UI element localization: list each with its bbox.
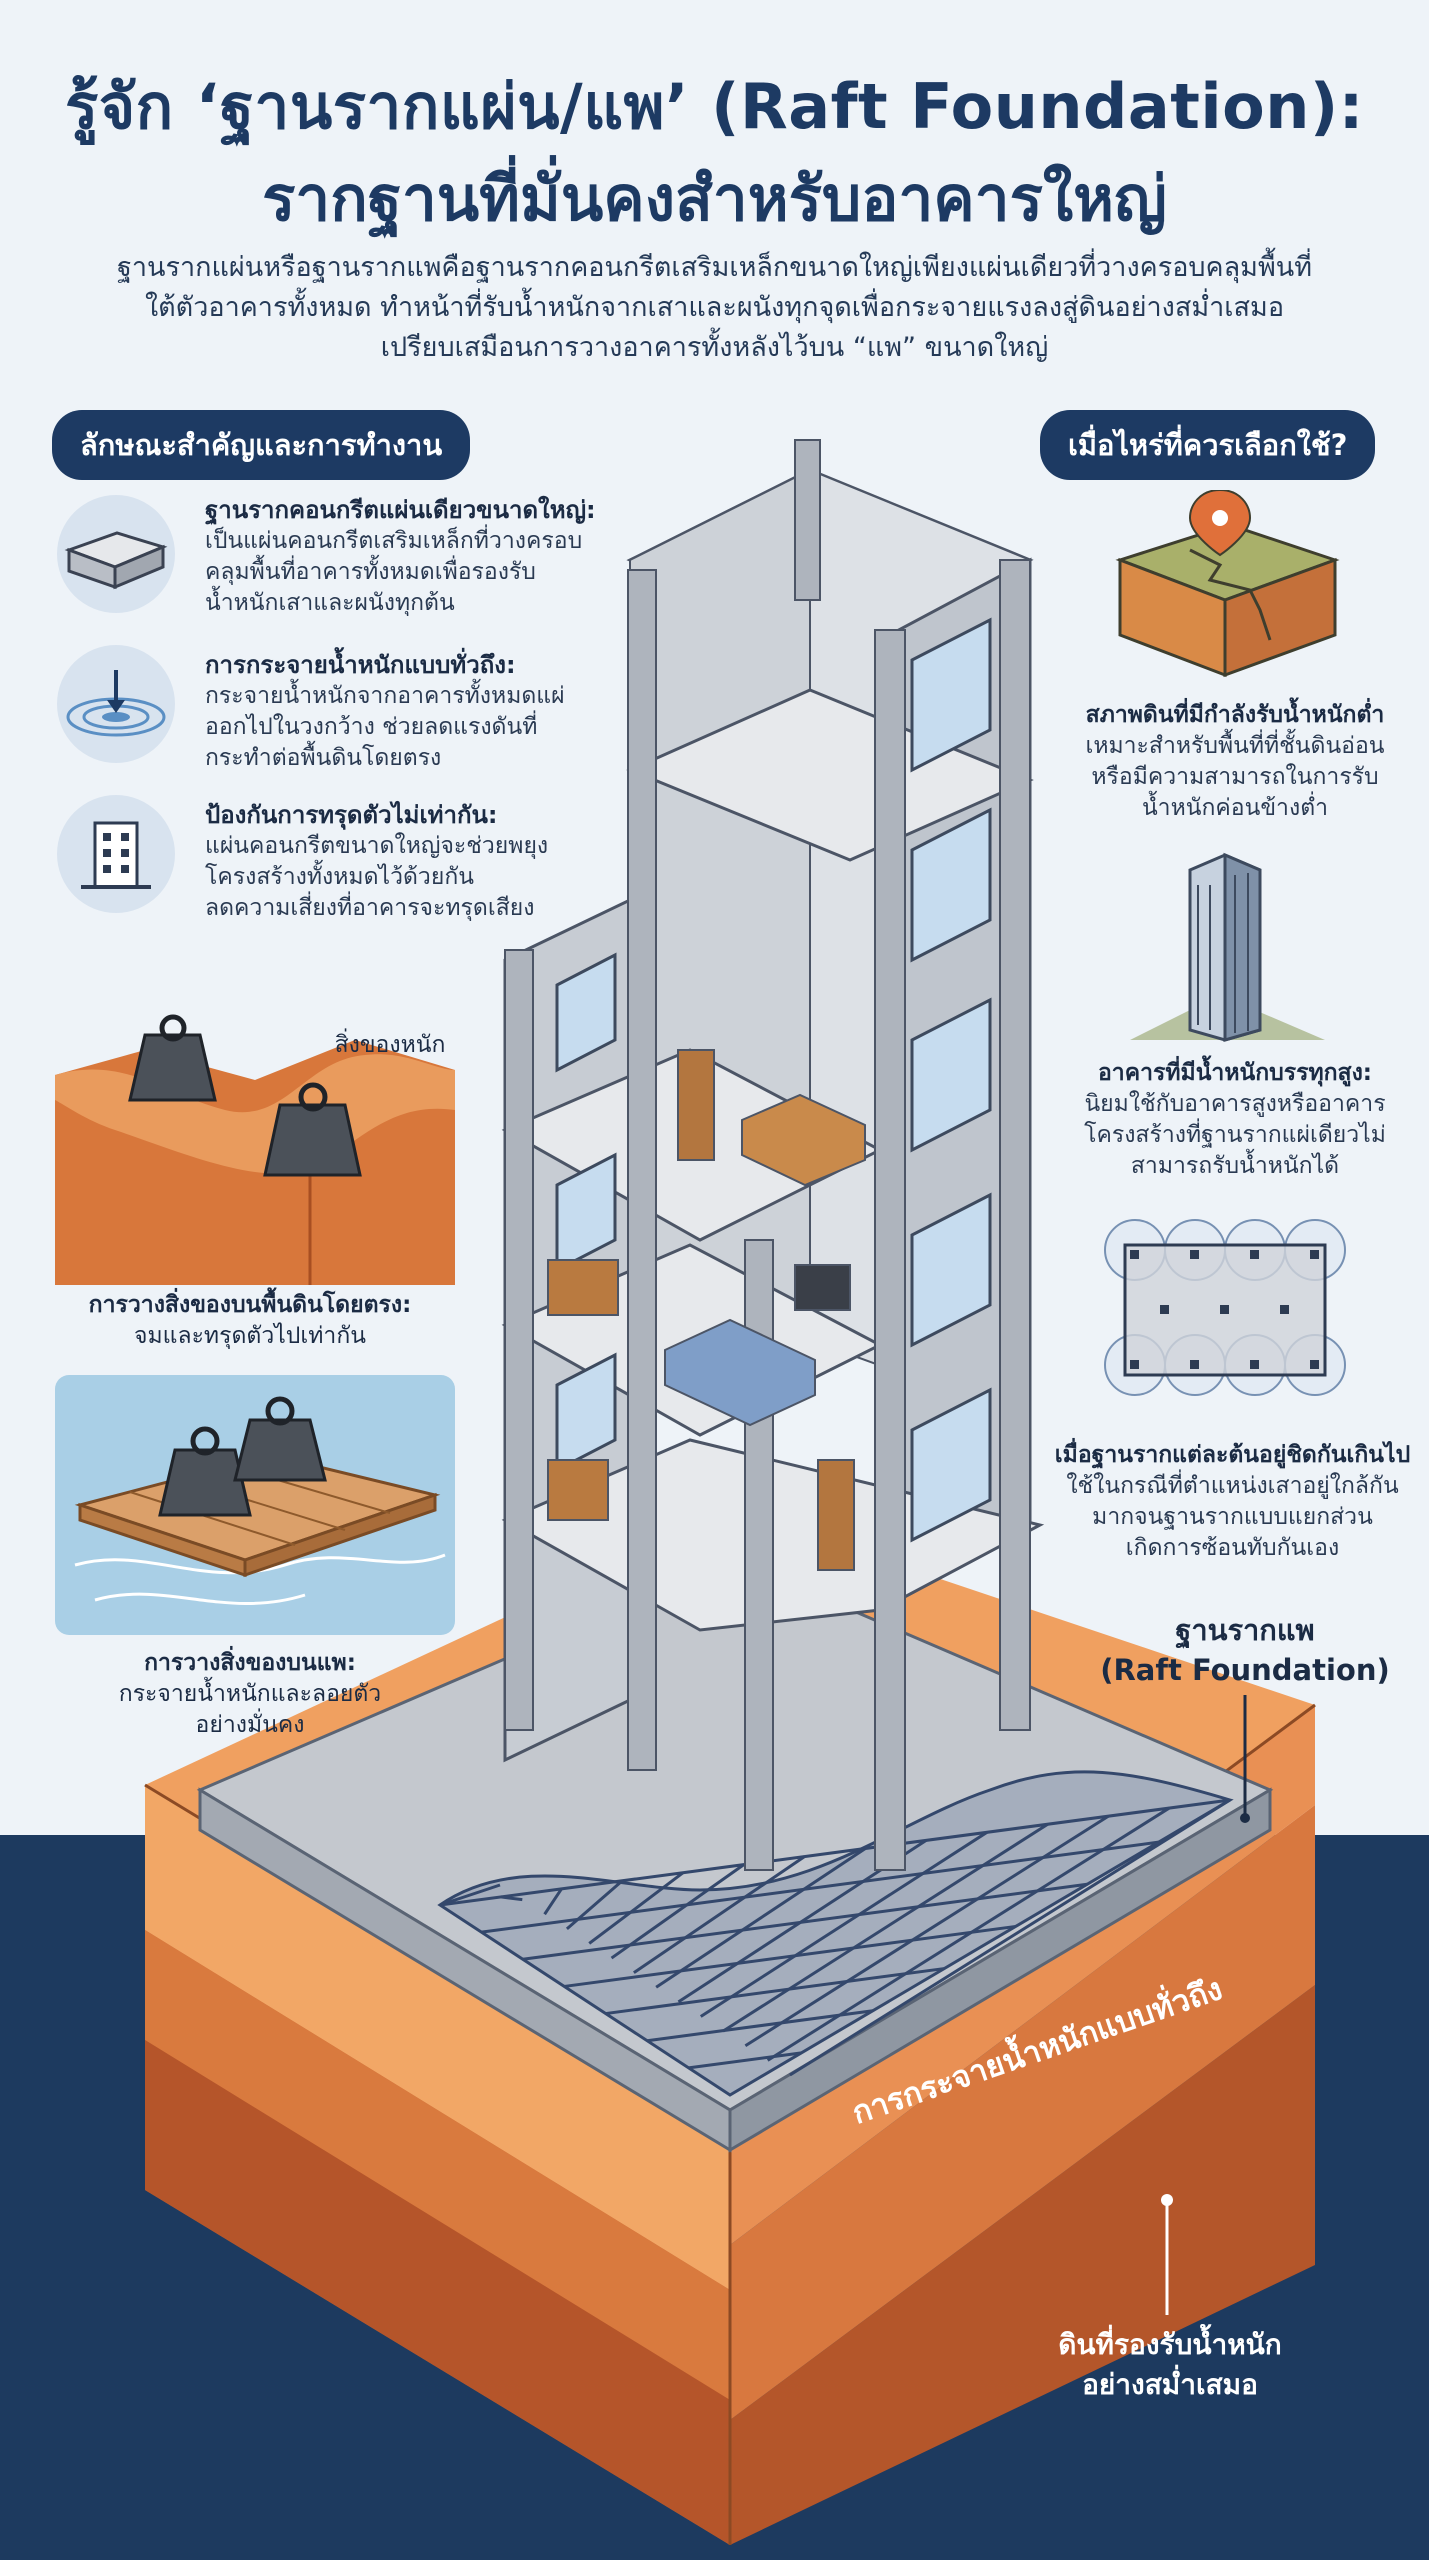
rebar-bar — [744, 1814, 1110, 2048]
high-rise-icon — [1130, 852, 1325, 1042]
raft-caption-bold: การวางสิ่งของบนแพ: — [144, 1650, 356, 1676]
building-icon — [81, 821, 151, 889]
intro-line: ใต้ตัวอาคารทั้งหมด ทำหน้าที่รับน้ำหนักจา… — [144, 292, 1285, 323]
features-pill: ลักษณะสำคัญและการทำงาน — [52, 410, 471, 480]
feature-1-heading: ฐานรากคอนกรีตแผ่นเดียวขนาดใหญ่: — [205, 496, 596, 524]
feature-1: ฐานรากคอนกรีตแผ่นเดียวขนาดใหญ่: เป็นแผ่น… — [205, 495, 605, 619]
use-case-2-heading: อาคารที่มีน้ำหนักบรรทุกสูง: — [1097, 1060, 1372, 1086]
tv-shape — [794, 1264, 851, 1311]
feature-3-line: โครงสร้างทั้งหมดไว้ด้วยกัน — [205, 864, 474, 890]
bed-shape — [664, 1318, 816, 1427]
use-case-3-heading: เมื่อฐานรากแต่ละต้นอยู่ชิดกันเกินไป — [1054, 1442, 1411, 1468]
ground-caption-bold: การวางสิ่งของบนพื้นดินโดยตรง: — [88, 1292, 412, 1318]
use-case-2-line: นิยมใช้กับอาคารสูงหรืออาคาร — [1084, 1091, 1386, 1117]
building-frame — [501, 439, 1045, 1871]
load-spread-icon — [66, 670, 166, 737]
load-spread-icon-circle — [57, 645, 175, 763]
rebar-bar — [633, 1855, 806, 1974]
slab-icon-circle — [57, 495, 175, 613]
use-case-3: เมื่อฐานรากแต่ละต้นอยู่ชิดกันเกินไป ใช้ใ… — [1040, 1440, 1425, 1564]
feature-2: การกระจายน้ำหนักแบบทั่วถึง: กระจายน้ำหนั… — [205, 650, 605, 774]
raft-weights-illustration — [55, 1375, 455, 1635]
rebar-bar — [588, 1871, 684, 1945]
rebar-bar — [699, 1831, 988, 2018]
feature-2-heading: การกระจายน้ำหนักแบบทั่วถึง: — [205, 651, 516, 679]
soil-label-line2: อย่างสม่ำเสมอ — [1082, 2368, 1258, 2401]
heavy-object-label: สิ่งของหนัก — [334, 1032, 446, 1058]
soil-label-line1: ดินที่รองรับน้ำหนัก — [1058, 2328, 1282, 2361]
feature-2-line: ออกไปในวงกว้าง ช่วยลดแรงดันที่ — [205, 714, 538, 740]
use-case-1: สภาพดินที่มีกำลังรับน้ำหนักต่ำ เหมาะสำหร… — [1050, 700, 1420, 824]
feature-3-line: แผ่นคอนกรีตขนาดใหญ่จะช่วยพยุง — [205, 833, 549, 859]
rebar-bar — [610, 1863, 745, 1960]
raft-label-thai: ฐานรากแพ — [1175, 1613, 1315, 1647]
use-case-2-line: โครงสร้างที่ฐานรากแผ่เดียวไม่ — [1084, 1122, 1386, 1148]
raft-caption-line: กระจายน้ำหนักและลอยตัว — [118, 1681, 382, 1707]
ground-caption-text: จมและทรุดตัวไปเท่ากัน — [134, 1323, 366, 1349]
soil-label: ดินที่รองรับน้ำหนัก อย่างสม่ำเสมอ — [1000, 2325, 1340, 2405]
building-icon-circle — [57, 795, 175, 913]
use-case-1-line: เหมาะสำหรับพื้นที่ที่ชั้นดินอ่อน — [1085, 733, 1385, 759]
use-case-2-line: สามารถรับน้ำหนักได้ — [1130, 1153, 1340, 1179]
rebar-bar — [439, 1798, 1231, 1907]
feature-2-line: กระทำต่อพื้นดินโดยตรง — [205, 745, 442, 771]
raft-caption: การวางสิ่งของบนแพ: กระจายน้ำหนักและลอยตั… — [40, 1648, 460, 1741]
facade-windows — [555, 617, 992, 1543]
page-title-line2: รากฐานที่มั่นคงสำหรับอาคารใหญ่ — [262, 162, 1167, 235]
rebar-bar — [655, 1847, 867, 1989]
ground-weights-illustration — [55, 1014, 455, 1285]
rebar-bar — [646, 2009, 874, 2043]
footing-overlap-icon — [1104, 1219, 1346, 1396]
rebar-bar — [439, 1883, 501, 1907]
feature-3-heading: ป้องกันการทรุดตัวไม่เท่ากัน: — [205, 801, 498, 829]
intro-line: ฐานรากแผ่นหรือฐานรากแพคือฐานรากคอนกรีตเส… — [116, 252, 1313, 283]
rebar-bar — [688, 2051, 802, 2070]
page-title-line1: รู้จัก ‘ฐานรากแผ่น/แพ’ (Raft Foundation)… — [65, 70, 1364, 143]
use-case-3-line: มากจนฐานรากแบบแยกส่วน — [1092, 1504, 1373, 1530]
rebar-bar — [605, 1967, 945, 2016]
sofa-shape — [741, 1093, 866, 1187]
use-case-1-line: หรือมีความสามารถในการรับ — [1091, 764, 1379, 790]
rebar-bar — [789, 1798, 1231, 2077]
use-case-3-line: เกิดการซ้อนทับกันเอง — [1125, 1535, 1340, 1561]
use-case-1-heading: สภาพดินที่มีกำลังรับน้ำหนักต่ำ — [1085, 702, 1385, 728]
raft-foundation-label: ฐานรากแพ (Raft Foundation) — [1090, 1610, 1400, 1690]
rebar-bar — [543, 1888, 563, 1916]
intro-paragraph: ฐานรากแผ่นหรือฐานรากแพคือฐานรากคอนกรีตเส… — [110, 248, 1319, 368]
slab-icon — [64, 531, 168, 590]
use-case-2: อาคารที่มีน้ำหนักบรรทุกสูง: นิยมใช้กับอา… — [1050, 1058, 1420, 1182]
feature-1-line: คลุมพื้นที่อาคารทั้งหมดเพื่อรองรับ — [205, 559, 536, 585]
feature-1-line: เป็นแผ่นคอนกรีตเสริมเหล็กที่วางครอบ — [205, 528, 583, 554]
feature-1-line: น้ำหนักเสาและผนังทุกต้น — [205, 590, 455, 616]
soft-soil-icon — [1115, 490, 1340, 678]
rebar-bar — [522, 1882, 1088, 1961]
intro-line: เปรียบเสมือนการวางอาคารทั้งหลังไว้บน “แพ… — [380, 332, 1049, 363]
weight-icon — [128, 1014, 362, 1177]
rebar-bar — [564, 1924, 1016, 1988]
rebar-bar — [722, 1822, 1049, 2033]
door-shape — [677, 1049, 715, 1161]
use-case-3-line: ใช้ในกรณีที่ตำแหน่งเสาอยู่ใกล้กัน — [1066, 1473, 1399, 1499]
feature-2-line: กระจายน้ำหนักจากอาคารทั้งหมดแผ่ — [205, 683, 565, 709]
when-to-use-pill: เมื่อไหร่ที่ควรเลือกใช้? — [1040, 410, 1376, 480]
raft-label-en: (Raft Foundation) — [1100, 1653, 1390, 1687]
feature-3: ป้องกันการทรุดตัวไม่เท่ากัน: แผ่นคอนกรีต… — [205, 800, 605, 924]
rebar-mesh — [437, 1770, 1234, 2097]
weight-icon — [158, 1396, 327, 1517]
rebar-bar — [481, 1840, 1159, 1934]
raft-caption-line: อย่างมั่นคง — [195, 1712, 305, 1738]
feature-3-line: ลดความเสี่ยงที่อาคารจะทรุดเสียง — [205, 895, 535, 921]
ground-caption: การวางสิ่งของบนพื้นดินโดยตรง: จมและทรุดต… — [40, 1290, 460, 1352]
use-case-1-line: น้ำหนักค่อนข้างต่ำ — [1141, 795, 1329, 821]
